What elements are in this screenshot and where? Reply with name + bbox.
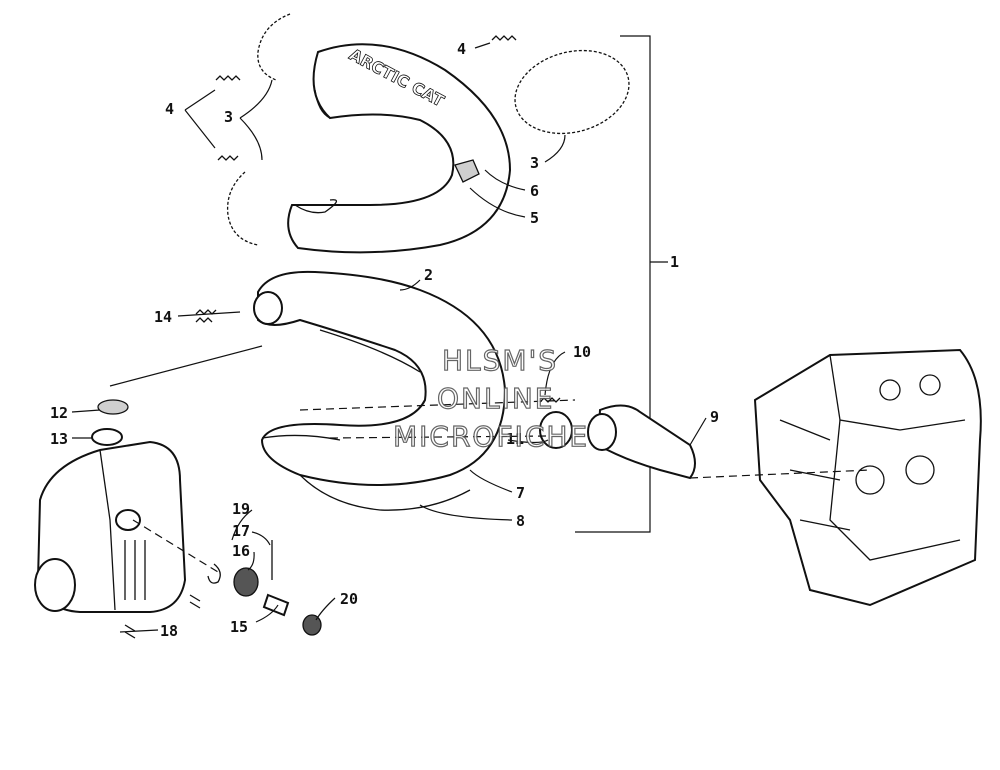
chamber-inlet	[253, 291, 283, 325]
expansion-chamber	[253, 270, 507, 511]
callout-20: 20	[340, 590, 358, 608]
leader-lines	[71, 42, 871, 633]
callout-16: 16	[232, 542, 250, 560]
callout-4-left: 4	[165, 100, 174, 118]
callout-19: 19	[232, 500, 250, 518]
exhaust-manifold	[539, 404, 696, 480]
bolt-18	[124, 624, 136, 639]
callout-14: 14	[154, 308, 172, 326]
heat-shield-decal	[454, 159, 480, 183]
callout-2: 2	[424, 266, 433, 284]
callout-1: 1	[670, 253, 679, 271]
callout-5: 5	[530, 209, 539, 227]
watermark-line-1: HLSM'S	[442, 344, 558, 377]
spring-10-icon	[539, 397, 561, 403]
callout-3-right: 3	[530, 154, 539, 172]
clamp-band-left-bottom	[226, 171, 259, 246]
grommet-ring	[97, 399, 129, 415]
manifold-gasket	[539, 411, 573, 449]
engine-block	[753, 348, 982, 607]
clamp-band-right	[514, 49, 630, 135]
callout-10: 10	[573, 343, 591, 361]
callout-12: 12	[50, 404, 68, 422]
callout-18: 18	[160, 622, 178, 640]
callout-8: 8	[516, 512, 525, 530]
washer-19	[207, 563, 221, 584]
callout-6: 6	[530, 182, 539, 200]
callout-11: 11	[506, 430, 524, 448]
callout-3-left: 3	[224, 108, 233, 126]
callout-13: 13	[50, 430, 68, 448]
muffler-grommet	[91, 428, 123, 446]
callout-15: 15	[230, 618, 248, 636]
muffler-outlet	[34, 558, 76, 612]
callout-17: 17	[232, 522, 250, 540]
grommet-16	[233, 567, 259, 597]
clamp-band-left-top	[257, 13, 291, 81]
watermark-line-3: MICROFICHE	[393, 420, 589, 453]
bolt-15	[262, 593, 290, 617]
callout-4-top: 4	[457, 40, 466, 58]
watermark: HLSM'S ONLINE MICROFICHE	[392, 343, 589, 453]
callouts: 1 2 3 3 4 4 5 6 7 8 9 10 11 12 13 14 15 …	[50, 40, 719, 640]
watermark-line-2: ONLINE	[437, 382, 554, 415]
muffler	[34, 399, 187, 613]
callout-9: 9	[710, 408, 719, 426]
assembly-bracket	[575, 35, 668, 533]
callout-7: 7	[516, 484, 525, 502]
spring-icon	[215, 35, 517, 161]
nut-20	[302, 614, 322, 636]
hardware	[124, 309, 561, 639]
heat-shield: ARCTIC CAT	[287, 43, 512, 254]
spring-14-icon	[195, 309, 217, 323]
